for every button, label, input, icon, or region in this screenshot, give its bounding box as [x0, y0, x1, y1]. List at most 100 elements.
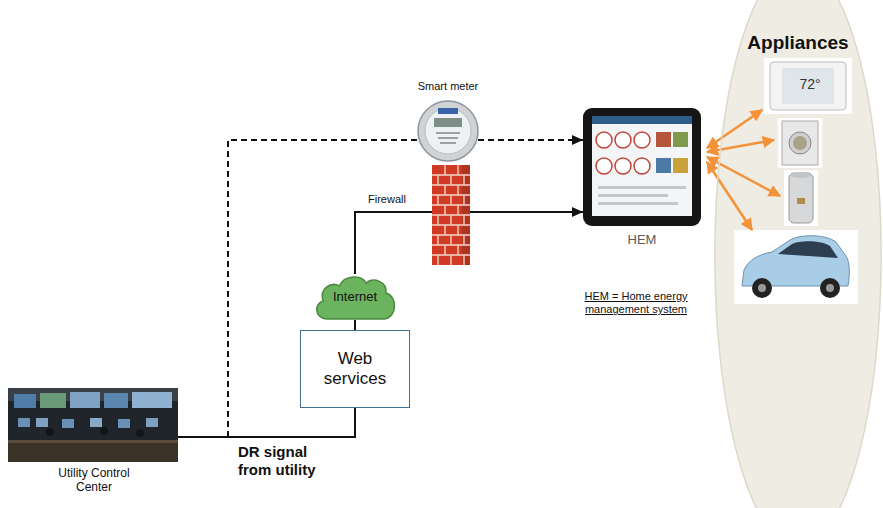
tablet-icon — [583, 108, 701, 226]
connector-line — [354, 320, 356, 330]
control-room-photo — [36, 418, 48, 427]
connector — [178, 140, 418, 437]
appliances-oval-fill — [715, 0, 881, 508]
thermostat-icon — [782, 68, 834, 104]
oval-outline — [714, 0, 882, 508]
signal-label: DR signal from utility — [238, 443, 338, 479]
thermostat-icon — [764, 58, 852, 114]
dryer-icon — [793, 136, 807, 150]
control-room-photo — [8, 388, 178, 462]
smart-meter-icon — [418, 101, 478, 161]
tablet-icon — [598, 194, 668, 197]
dryer-icon — [778, 118, 822, 168]
smart-meter: Smart meter — [418, 100, 478, 162]
connector-line — [355, 212, 432, 274]
dryer-icon — [789, 132, 811, 154]
web-services-box: Web services — [300, 330, 410, 408]
connector-line — [178, 140, 418, 437]
control-room-photo — [146, 418, 158, 427]
oval-shape — [715, 0, 881, 508]
control-room-photo — [90, 418, 102, 427]
electric-car-icon — [752, 278, 772, 298]
control-room-photo — [70, 392, 100, 408]
water-heater-icon — [784, 170, 818, 226]
tablet-icon — [673, 132, 688, 147]
tablet-icon — [656, 132, 671, 147]
control-room-photo — [8, 440, 178, 443]
tablet-icon — [598, 186, 686, 189]
hem-tablet-text: HEM — [583, 232, 701, 248]
control-room-photo — [100, 427, 108, 435]
connector — [178, 408, 355, 437]
electric-car-icon — [742, 236, 849, 286]
dryer-icon — [778, 118, 822, 168]
water-heater-icon — [784, 170, 818, 226]
control-room-photo — [104, 393, 128, 408]
control-room-photo — [132, 392, 172, 408]
tablet-icon — [634, 132, 650, 148]
electric-car-icon — [734, 230, 858, 304]
smart-meter-icon — [434, 118, 462, 127]
cloud-shape — [317, 277, 395, 319]
water-heater-icon — [790, 172, 812, 178]
thermostat-icon — [764, 58, 852, 114]
electric-car-icon — [734, 230, 858, 304]
control-room-photo — [62, 419, 74, 428]
firewall-bricks — [432, 165, 470, 265]
tablet-icon — [592, 116, 692, 124]
arrowhead — [572, 207, 583, 217]
dryer-icon — [782, 121, 818, 165]
connector — [355, 320, 356, 330]
smart-meter-icon — [440, 142, 456, 144]
abbreviation-note: HEM = Home energy management system — [560, 290, 712, 316]
tablet-icon — [673, 158, 688, 173]
tablet-icon — [634, 158, 650, 174]
electric-car-icon — [778, 241, 838, 258]
firewall-bricks — [432, 165, 470, 265]
firewall: Firewall — [432, 165, 470, 265]
control-room-photo — [18, 418, 30, 427]
control-room-photo — [14, 394, 36, 408]
hem-appliance-links — [707, 140, 774, 152]
smart-meter-icon — [438, 108, 458, 114]
tablet-icon — [615, 158, 631, 174]
control-room-photo — [40, 393, 66, 408]
tablet-icon — [583, 108, 701, 226]
control-center: Utility Control Center — [8, 388, 178, 462]
smart-meter-icon — [425, 108, 471, 154]
smart-meter-icon — [436, 132, 460, 134]
firewall-text: Firewall — [368, 193, 428, 206]
water-heater-icon — [789, 173, 813, 223]
hem-appliance-links — [707, 162, 752, 230]
connector — [478, 135, 583, 145]
control-room-photo — [136, 429, 144, 437]
tablet-icon — [615, 132, 631, 148]
tablet-icon — [656, 158, 671, 173]
internet-cloud-text: Internet — [333, 289, 377, 305]
tablet-icon — [596, 132, 612, 148]
smart-meter-text: Smart meter — [403, 80, 493, 93]
thermostat-reading: 72° — [786, 76, 834, 93]
hem-appliance-links — [707, 110, 762, 148]
appliances-group: Appliances — [714, 0, 882, 508]
control-room-photo — [46, 428, 54, 436]
control-room-photo — [8, 440, 178, 462]
smart-meter-icon — [438, 137, 458, 139]
control-room-photo — [118, 419, 130, 428]
water-heater-icon — [797, 198, 805, 204]
connector-line — [470, 211, 583, 213]
web-services-box-text: Web services — [313, 349, 397, 390]
electric-car-icon — [758, 284, 766, 292]
tablet-icon — [598, 202, 678, 205]
appliances-oval-fill — [715, 0, 881, 508]
connector-line — [478, 139, 583, 141]
thermostat-icon — [770, 62, 846, 110]
internet-cloud: Internet — [312, 274, 398, 320]
control-center-text: Utility Control Center — [44, 466, 144, 495]
control-room-photo — [8, 388, 178, 462]
smart-meter-icon — [418, 101, 478, 161]
electric-car-icon — [820, 278, 840, 298]
firewall-bricks — [432, 165, 470, 265]
